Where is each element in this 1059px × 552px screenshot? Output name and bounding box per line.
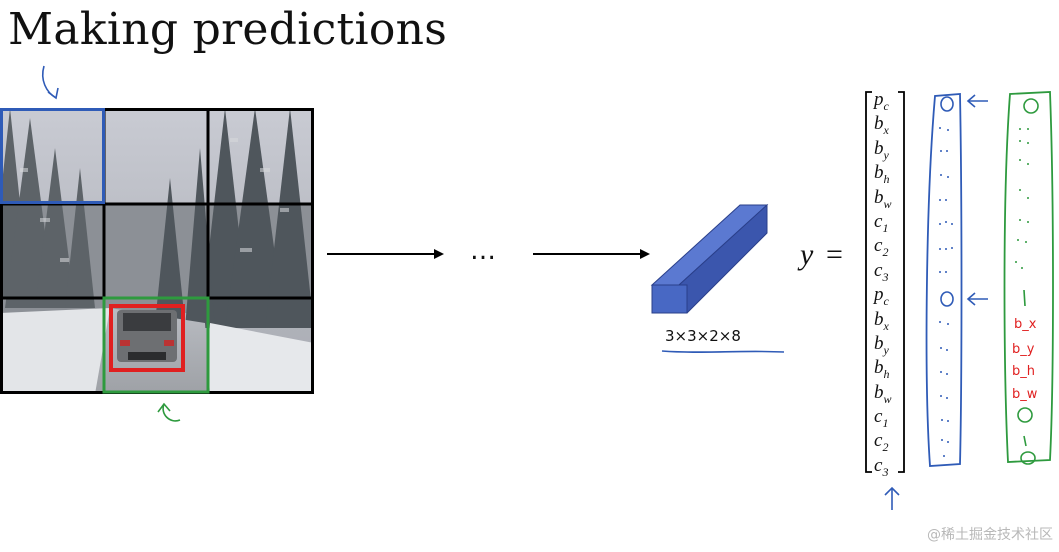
vector-label: c3 (874, 454, 889, 479)
watermark: @稀土掘金技术社区 (927, 527, 1053, 543)
vector-label: bh (874, 162, 890, 186)
vector-label: bw (874, 186, 892, 211)
vector-label: c2 (874, 235, 889, 260)
red-bounding-box (109, 304, 185, 372)
hand-bw: b_w (1012, 387, 1038, 402)
hand-bh: b_h (1012, 364, 1035, 379)
vector-label: by (874, 332, 889, 357)
arrow-right-icon (327, 249, 444, 259)
vector-label: c1 (874, 406, 889, 430)
road-scene-grid (0, 108, 314, 394)
vector-label: bw (874, 381, 892, 406)
vector-label: c3 (874, 259, 889, 284)
blue-pc-arrows (966, 94, 988, 306)
vector-label: pc (874, 89, 889, 113)
vector-label: c1 (874, 210, 889, 235)
green-cell-highlight (102, 296, 210, 394)
page-title: Making predictions (8, 4, 448, 55)
trees-left (0, 108, 95, 308)
arrow-right-icon (533, 249, 650, 259)
vector-label: by (874, 137, 889, 162)
output-dims-label: 3×3×2×8 (665, 327, 741, 345)
green-column-outline (1003, 91, 1054, 463)
vector-label: bh (874, 357, 890, 382)
y-symbol: y (800, 238, 814, 271)
vector-bracket (865, 91, 905, 473)
blue-cell-highlight (0, 108, 105, 204)
dims-underline (661, 350, 785, 353)
up-arrow-icon (884, 486, 900, 510)
hand-by: b_y (1012, 342, 1035, 357)
vector-label: bx (874, 113, 889, 138)
trees-right (155, 108, 314, 328)
vector-label: bx (874, 308, 889, 333)
hand-bx: b_x (1014, 317, 1037, 332)
output-volume-cube (650, 203, 769, 314)
vector-label: pc (874, 284, 889, 308)
car (117, 310, 177, 362)
green-pointer-arrow-icon (162, 403, 181, 422)
equals-sign: = (826, 238, 843, 271)
ellipsis: … (470, 236, 496, 266)
vector-label: c2 (874, 430, 889, 455)
blue-column-outline (925, 93, 963, 467)
